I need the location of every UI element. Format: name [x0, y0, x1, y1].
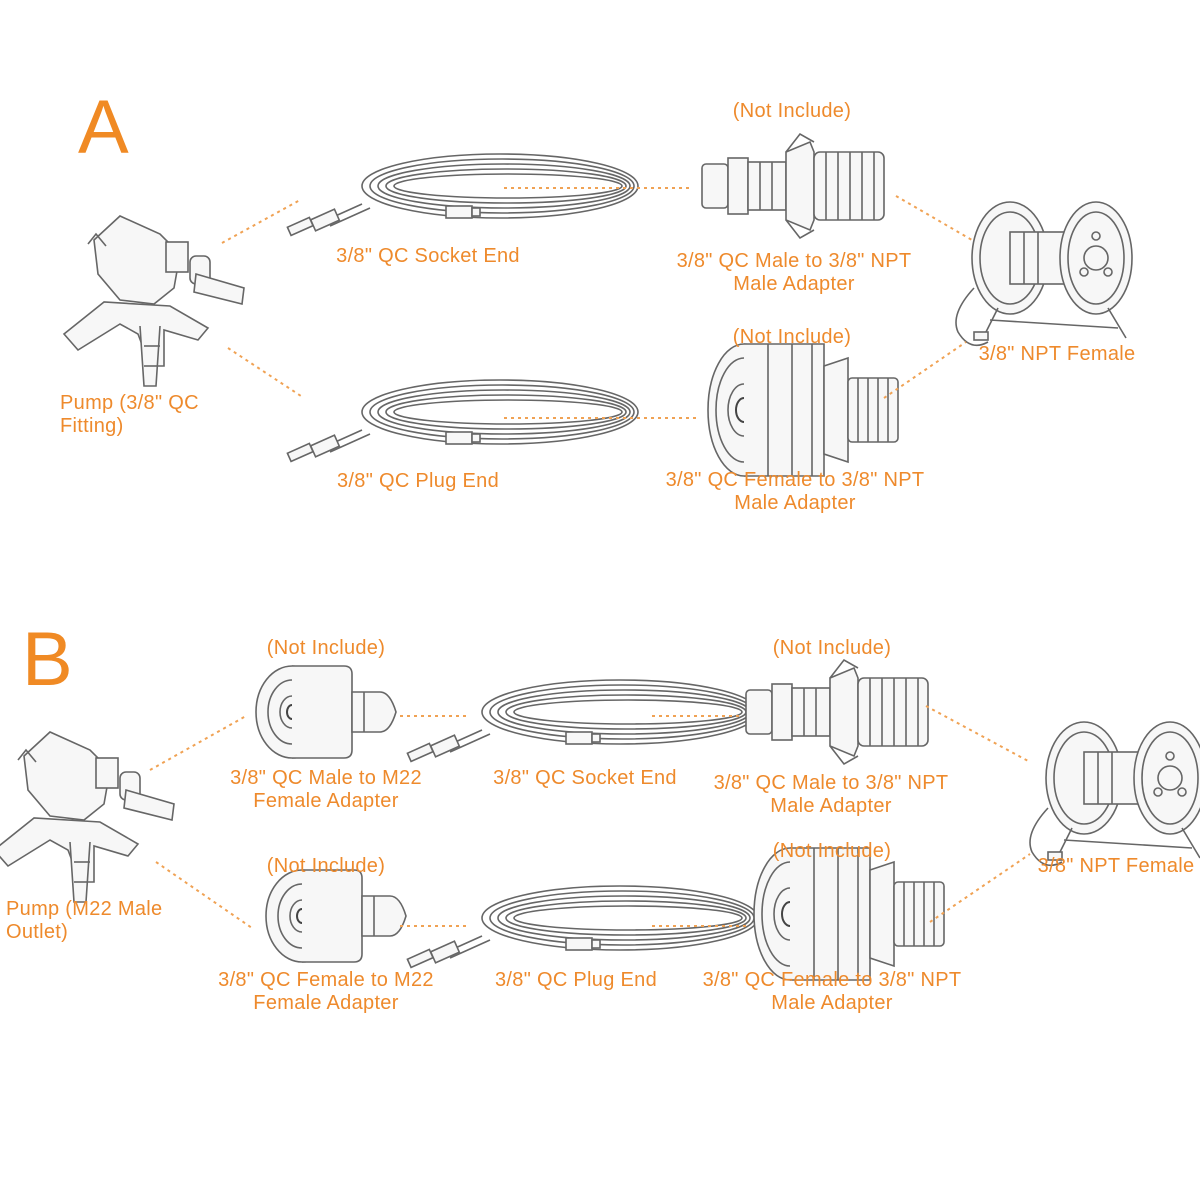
not-included-note: (Not Include) — [752, 637, 912, 660]
pump-label-line: Pump (M22 Male — [6, 898, 162, 921]
not-included-note: (Not Include) — [246, 855, 406, 878]
hose-label: 3/8" QC Plug End — [318, 470, 518, 493]
pump-label-line: Outlet) — [6, 921, 162, 944]
qc-female-adapter-illustration — [708, 344, 898, 476]
pump-illustration — [0, 732, 174, 902]
adapter-label-line: Male Adapter — [652, 273, 936, 296]
hose-label: 3/8" QC Socket End — [490, 767, 680, 790]
hose-reel-illustration — [1030, 722, 1200, 865]
adapter-label-line: Male Adapter — [694, 992, 970, 1015]
pump-illustration — [64, 216, 244, 386]
adapter-label-line: 3/8" QC Male to 3/8" NPT — [652, 250, 936, 273]
pump-label-line: Pump (3/8" QC — [60, 392, 199, 415]
section-letter: A — [78, 88, 129, 168]
hose-label: 3/8" QC Plug End — [490, 969, 662, 992]
hose-illustration — [407, 886, 758, 967]
adapter-label: 3/8" QC Male to 3/8" NPT Male Adapter — [652, 250, 936, 296]
hose-illustration — [287, 154, 638, 235]
reel-label: 3/8" NPT Female — [1036, 855, 1196, 878]
adapter-label-line: Male Adapter — [700, 795, 962, 818]
hose-reel-illustration — [956, 202, 1132, 345]
pump-label: Pump (M22 Male Outlet) — [6, 898, 162, 944]
adapter-label-line: Female Adapter — [214, 790, 438, 813]
not-included-note: (Not Include) — [246, 637, 406, 660]
reel-label: 3/8" NPT Female — [966, 343, 1148, 366]
adapter-label: 3/8" QC Female to 3/8" NPT Male Adapter — [650, 469, 940, 515]
adapter-label: 3/8" QC Male to 3/8" NPT Male Adapter — [700, 772, 962, 818]
m22-adapter-illustration — [266, 870, 406, 962]
connector-line — [228, 348, 304, 398]
adapter-label-line: 3/8" QC Female to 3/8" NPT — [694, 969, 970, 992]
connector-line — [150, 716, 246, 770]
qc-male-adapter-illustration — [702, 134, 884, 238]
m22-adapter-illustration — [256, 666, 396, 758]
connector-line — [222, 200, 300, 243]
connector-line — [930, 854, 1030, 922]
hose-label: 3/8" QC Socket End — [318, 245, 538, 268]
hose-illustration — [287, 380, 638, 461]
m22-adapter-label: 3/8" QC Female to M22 Female Adapter — [210, 969, 442, 1015]
hose-illustration — [407, 680, 758, 761]
adapter-label-line: 3/8" QC Female to 3/8" NPT — [650, 469, 940, 492]
adapter-label-line: Male Adapter — [650, 492, 940, 515]
not-included-note: (Not Include) — [752, 840, 912, 863]
not-included-note: (Not Include) — [712, 326, 872, 349]
pump-label-line: Fitting) — [60, 415, 199, 438]
connector-line — [156, 862, 252, 928]
adapter-label-line: 3/8" QC Male to 3/8" NPT — [700, 772, 962, 795]
qc-female-adapter-illustration — [754, 848, 944, 980]
section-a-artwork — [64, 134, 1132, 476]
adapter-label-line: Female Adapter — [210, 992, 442, 1015]
connector-line — [884, 342, 966, 398]
pump-label: Pump (3/8" QC Fitting) — [60, 392, 199, 438]
qc-male-adapter-illustration — [746, 660, 928, 764]
section-b-artwork — [0, 660, 1200, 980]
connector-line — [926, 706, 1030, 762]
adapter-label-line: 3/8" QC Male to M22 — [214, 767, 438, 790]
adapter-label: 3/8" QC Female to 3/8" NPT Male Adapter — [694, 969, 970, 1015]
section-letter: B — [22, 620, 73, 700]
adapter-label-line: 3/8" QC Female to M22 — [210, 969, 442, 992]
m22-adapter-label: 3/8" QC Male to M22 Female Adapter — [214, 767, 438, 813]
not-included-note: (Not Include) — [712, 100, 872, 123]
connector-line — [896, 196, 972, 240]
